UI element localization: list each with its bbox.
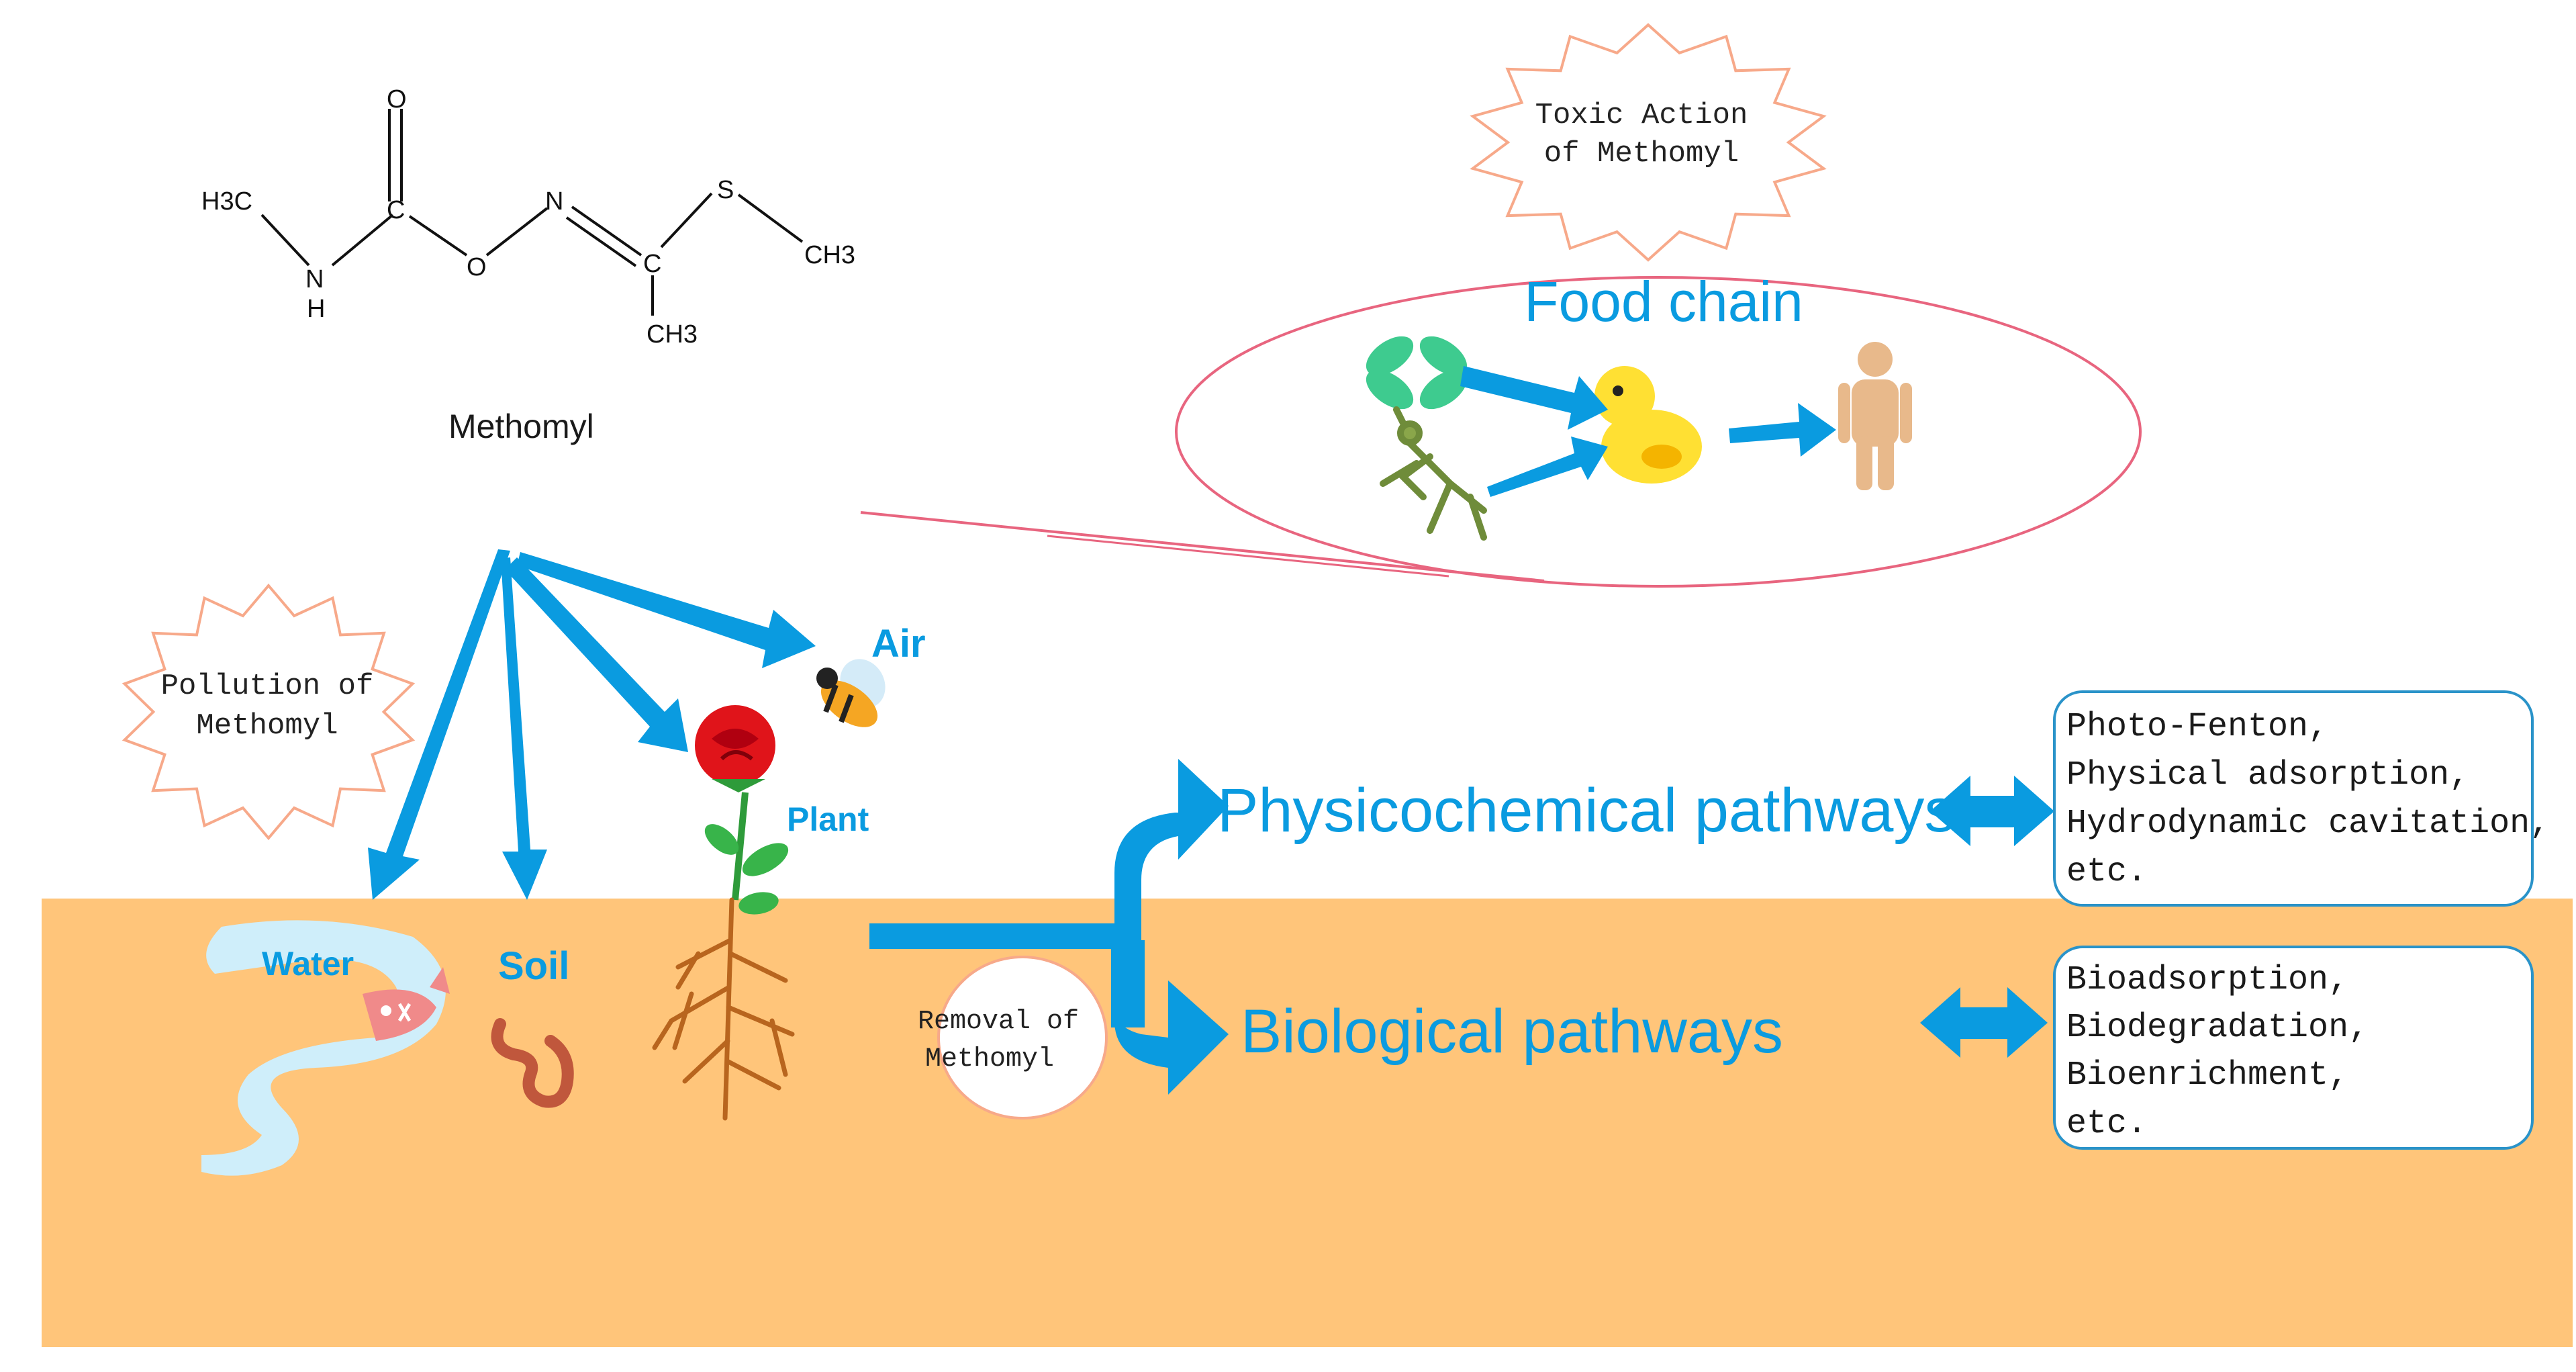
- pathway-split-arrow: [869, 759, 1229, 1095]
- biological-method-1: Bioadsorption,: [2066, 961, 2348, 999]
- physicochemical-method-1: Photo-Fenton,: [2066, 708, 2328, 746]
- arrow-mantis-to-duck: [1487, 437, 1608, 497]
- callout-pointer-top: [860, 511, 1545, 582]
- removal-badge-line1: Removal of: [918, 1007, 1079, 1037]
- double-arrow-physicochemical: [1930, 776, 2054, 846]
- physicochemical-method-3: Hydrodynamic cavitation,: [2066, 805, 2550, 843]
- food-chain-callout: Food chain: [860, 270, 2142, 588]
- plant-roots-icon: [652, 897, 795, 1121]
- atom-h3c: H3C: [201, 187, 252, 216]
- methomyl-atoms: H3C N H C O O N C CH3 S CH3: [201, 85, 855, 349]
- methomyl-structure: [260, 109, 804, 316]
- molecule-name: Methomyl: [448, 408, 594, 445]
- atom-ch3-right: CH3: [804, 241, 855, 269]
- dead-fish-icon: [363, 967, 450, 1041]
- biological-method-4: etc.: [2066, 1105, 2147, 1143]
- arrow-to-plant: [505, 557, 688, 752]
- removal-badge-line2: Methomyl: [925, 1044, 1054, 1074]
- atom-n-left: N: [305, 265, 324, 293]
- physicochemical-method-4: etc.: [2066, 853, 2147, 891]
- mantis-icon: [1380, 406, 1487, 541]
- atom-h: H: [307, 295, 325, 323]
- label-biological-pathways: Biological pathways: [1241, 997, 1783, 1066]
- biological-method-3: Bioenrichment,: [2066, 1056, 2348, 1095]
- physicochemical-methods-box: Photo-Fenton, Physical adsorption, Hydro…: [2053, 690, 2550, 907]
- double-arrow-biological: [1920, 987, 2048, 1058]
- atom-s: S: [717, 176, 734, 204]
- atom-o-mid: O: [467, 253, 487, 281]
- label-soil: Soil: [498, 944, 569, 988]
- atom-ch3-bottom: CH3: [647, 320, 698, 349]
- atom-n-right: N: [545, 187, 563, 216]
- food-chain-ellipse: [1175, 276, 2142, 588]
- biological-method-2: Biodegradation,: [2066, 1009, 2369, 1047]
- removal-badge: Removal of Methomyl: [918, 956, 1108, 1119]
- atom-o-top: O: [387, 85, 407, 113]
- double-arrows: [1920, 776, 2054, 1058]
- leaf-icon: [1366, 336, 1468, 410]
- arrow-duck-to-human: [1729, 403, 1836, 457]
- atom-c-imine: C: [643, 250, 661, 278]
- worm-icon: [491, 1018, 574, 1108]
- food-chain-title: Food chain: [1524, 270, 1803, 333]
- label-air: Air: [871, 622, 926, 666]
- human-icon: [1838, 342, 1912, 490]
- physicochemical-method-2: Physical adsorption,: [2066, 756, 2469, 794]
- label-plant: Plant: [787, 801, 869, 838]
- bee-icon: [816, 659, 886, 727]
- pollution-badge-line2: Methomyl: [196, 709, 338, 743]
- toxic-badge-line2: of Methomyl: [1544, 137, 1739, 171]
- arrow-to-water: [368, 549, 510, 900]
- atom-c-carbonyl: C: [387, 196, 405, 224]
- rose-plant-icon: [695, 705, 789, 915]
- arrow-to-air: [517, 552, 816, 668]
- distribution-arrows: [368, 549, 816, 900]
- food-chain-arrows: [1460, 366, 1836, 497]
- toxic-action-badge: Toxic Action of Methomyl: [1470, 23, 1827, 262]
- biological-methods-box: Bioadsorption, Biodegradation, Bioenrich…: [2053, 946, 2534, 1150]
- label-water: Water: [262, 945, 354, 982]
- pollution-badge: Pollution of Methomyl: [122, 583, 416, 841]
- water-stream: [201, 920, 446, 1176]
- toxic-badge-line1: Toxic Action: [1535, 99, 1748, 132]
- arrow-leaf-to-duck: [1460, 366, 1608, 430]
- pollution-badge-line1: Pollution of: [161, 670, 374, 703]
- label-physicochemical-pathways: Physicochemical pathways: [1217, 776, 1955, 845]
- arrow-to-soil: [501, 557, 547, 900]
- callout-pointer-bottom: [1047, 535, 1449, 578]
